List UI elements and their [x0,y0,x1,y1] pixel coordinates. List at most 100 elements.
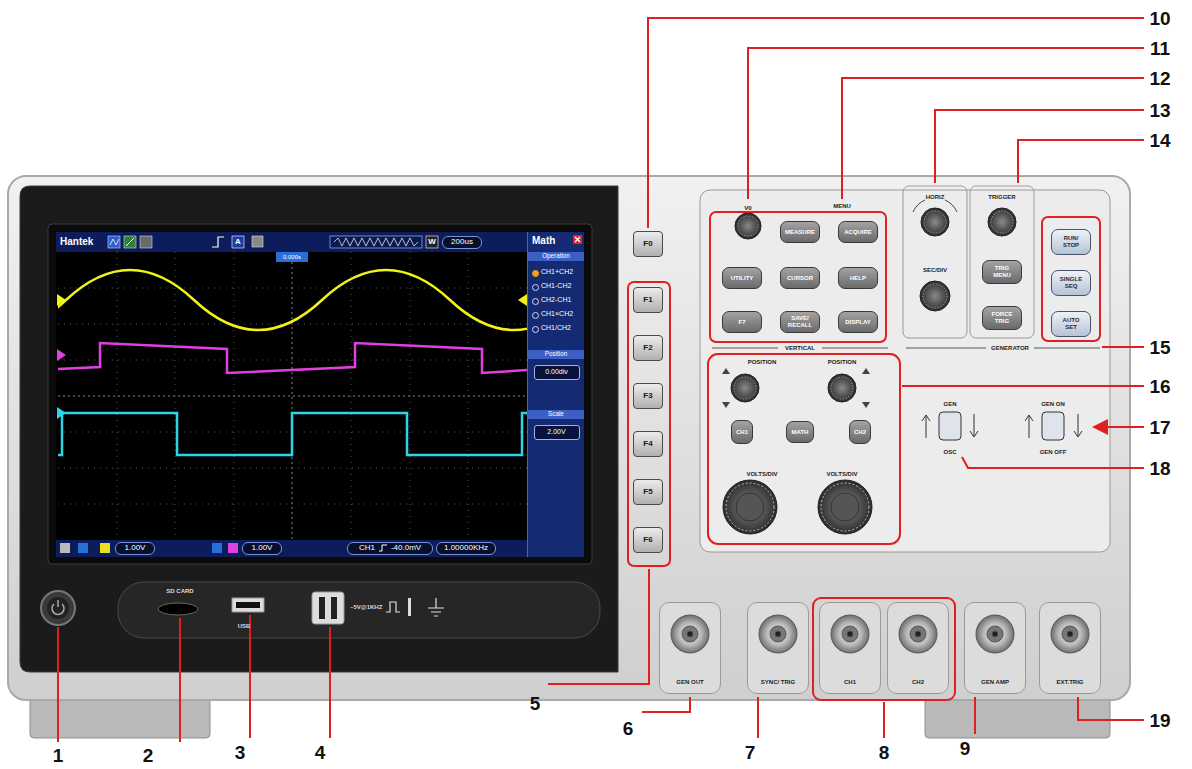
front-ports [57,600,59,607]
bnc-connectors [915,631,921,637]
control-panel [726,483,774,531]
callout-number: 11 [1150,39,1170,58]
bnc-connectors [687,631,693,637]
callout-leaders [329,627,331,738]
callout-leaders [57,627,59,742]
control-panel [945,200,957,212]
screen [252,236,263,247]
button-label: RUN/ STOP [1056,235,1086,248]
callout-leaders [179,618,181,742]
screen [232,236,244,248]
function-key: F6 [633,527,663,553]
control-panel [1025,415,1033,438]
menu-option: CH1+CH2 [541,268,573,276]
switch-label: GEN [943,401,956,407]
bnc-connectors [682,626,698,642]
button-label: TRIG MENU [987,265,1017,278]
section-label: GENERATOR [991,345,1029,351]
knob-label: V0 [744,205,751,211]
bnc-connector: GEN OUT [659,602,721,694]
close-icon [575,237,580,242]
trigger-edge-symbol [379,545,387,551]
screen [58,413,527,455]
control-panel [991,211,1013,233]
callout-number: 1 [53,746,64,765]
readout-text: 1.00000KHz [444,544,488,553]
function-key: F4 [633,431,663,457]
control-panel [903,186,967,338]
timebase-readout: 200us [442,236,482,249]
button-label: HELP [850,275,866,282]
key-label: F0 [643,240,652,249]
port-label: USB [238,623,251,629]
callout-number: 3 [235,743,246,762]
knob-label: TRIGGER [988,194,1015,200]
bnc-connectors [1067,631,1073,637]
screen [56,232,584,557]
callout-leaders [548,569,649,684]
screen [276,252,308,262]
trigger-readout: CH1-40.0mV [347,542,433,555]
callout-leaders [628,282,670,566]
switch-label: GEN OFF [1040,449,1067,455]
bnc-connectors [1062,626,1078,642]
menu-button: DISPLAY [838,311,878,333]
control-panel [821,483,869,531]
control-panel [1034,348,1100,349]
knob-label: VOLTS/DIV [746,471,777,477]
bnc-connectors [847,631,853,637]
menu-button: ACQUIRE [838,221,878,243]
port-label: SD CARD [166,588,193,594]
readout-text: 200us [451,238,473,247]
callout-leaders [708,354,900,544]
callout-number: 17 [1149,418,1170,437]
menu-option: CH1/CH2 [541,324,571,332]
front-ports [118,582,600,638]
control-panel [970,186,1034,338]
control-panel [722,368,730,374]
control-panel [723,480,777,534]
screen [108,236,120,248]
connector-label: GEN OUT [676,679,703,686]
callout-number: 10 [1149,9,1170,28]
button-label: DISPLAY [845,319,870,326]
callout-number: 9 [960,739,971,758]
screen [58,360,527,361]
callout-number: 19 [1149,711,1170,730]
menu-button: F7 [722,311,762,333]
readout-text: 1.00V [252,544,273,553]
bnc-connector: CH1 [819,602,881,694]
front-ports [386,602,400,612]
callout-leaders [1018,140,1144,183]
trigger-position: 0.000s [283,254,301,260]
callout-leaders [1094,426,1144,428]
menu-heading: Position [528,350,584,359]
probe-comp-label: ~5V@1KHZ [350,604,382,610]
screen [126,238,134,246]
section-label: VERTICAL [785,345,815,351]
screen [212,543,222,553]
callout-leaders [249,615,251,738]
readout-text: -40.0mV [391,544,421,553]
button-label: UTILITY [731,275,754,282]
callout-leaders [748,48,1144,199]
front-ports [232,598,264,612]
front-ports [428,598,444,616]
key-label: F4 [643,440,652,449]
callout-leaders [710,212,886,342]
callout-leaders [1042,217,1100,341]
bnc-connectors [831,615,869,653]
control-panel [822,348,888,349]
math-menu-panel: MathOperationCH1+CH2CH1-CH2CH2-CH1CH1×CH… [527,232,584,557]
control-panel [922,415,930,438]
callout-leaders [58,18,1144,742]
connector-label: EXT.TRIG [1056,679,1083,686]
brand-logo: Hantek [60,237,93,247]
screen [57,349,66,361]
channel-button: CH2 [849,420,871,444]
bnc-connector: EXT.TRIG [1039,602,1101,694]
function-key: F1 [633,287,663,313]
screen [110,239,119,245]
bnc-connectors [1039,602,1101,694]
